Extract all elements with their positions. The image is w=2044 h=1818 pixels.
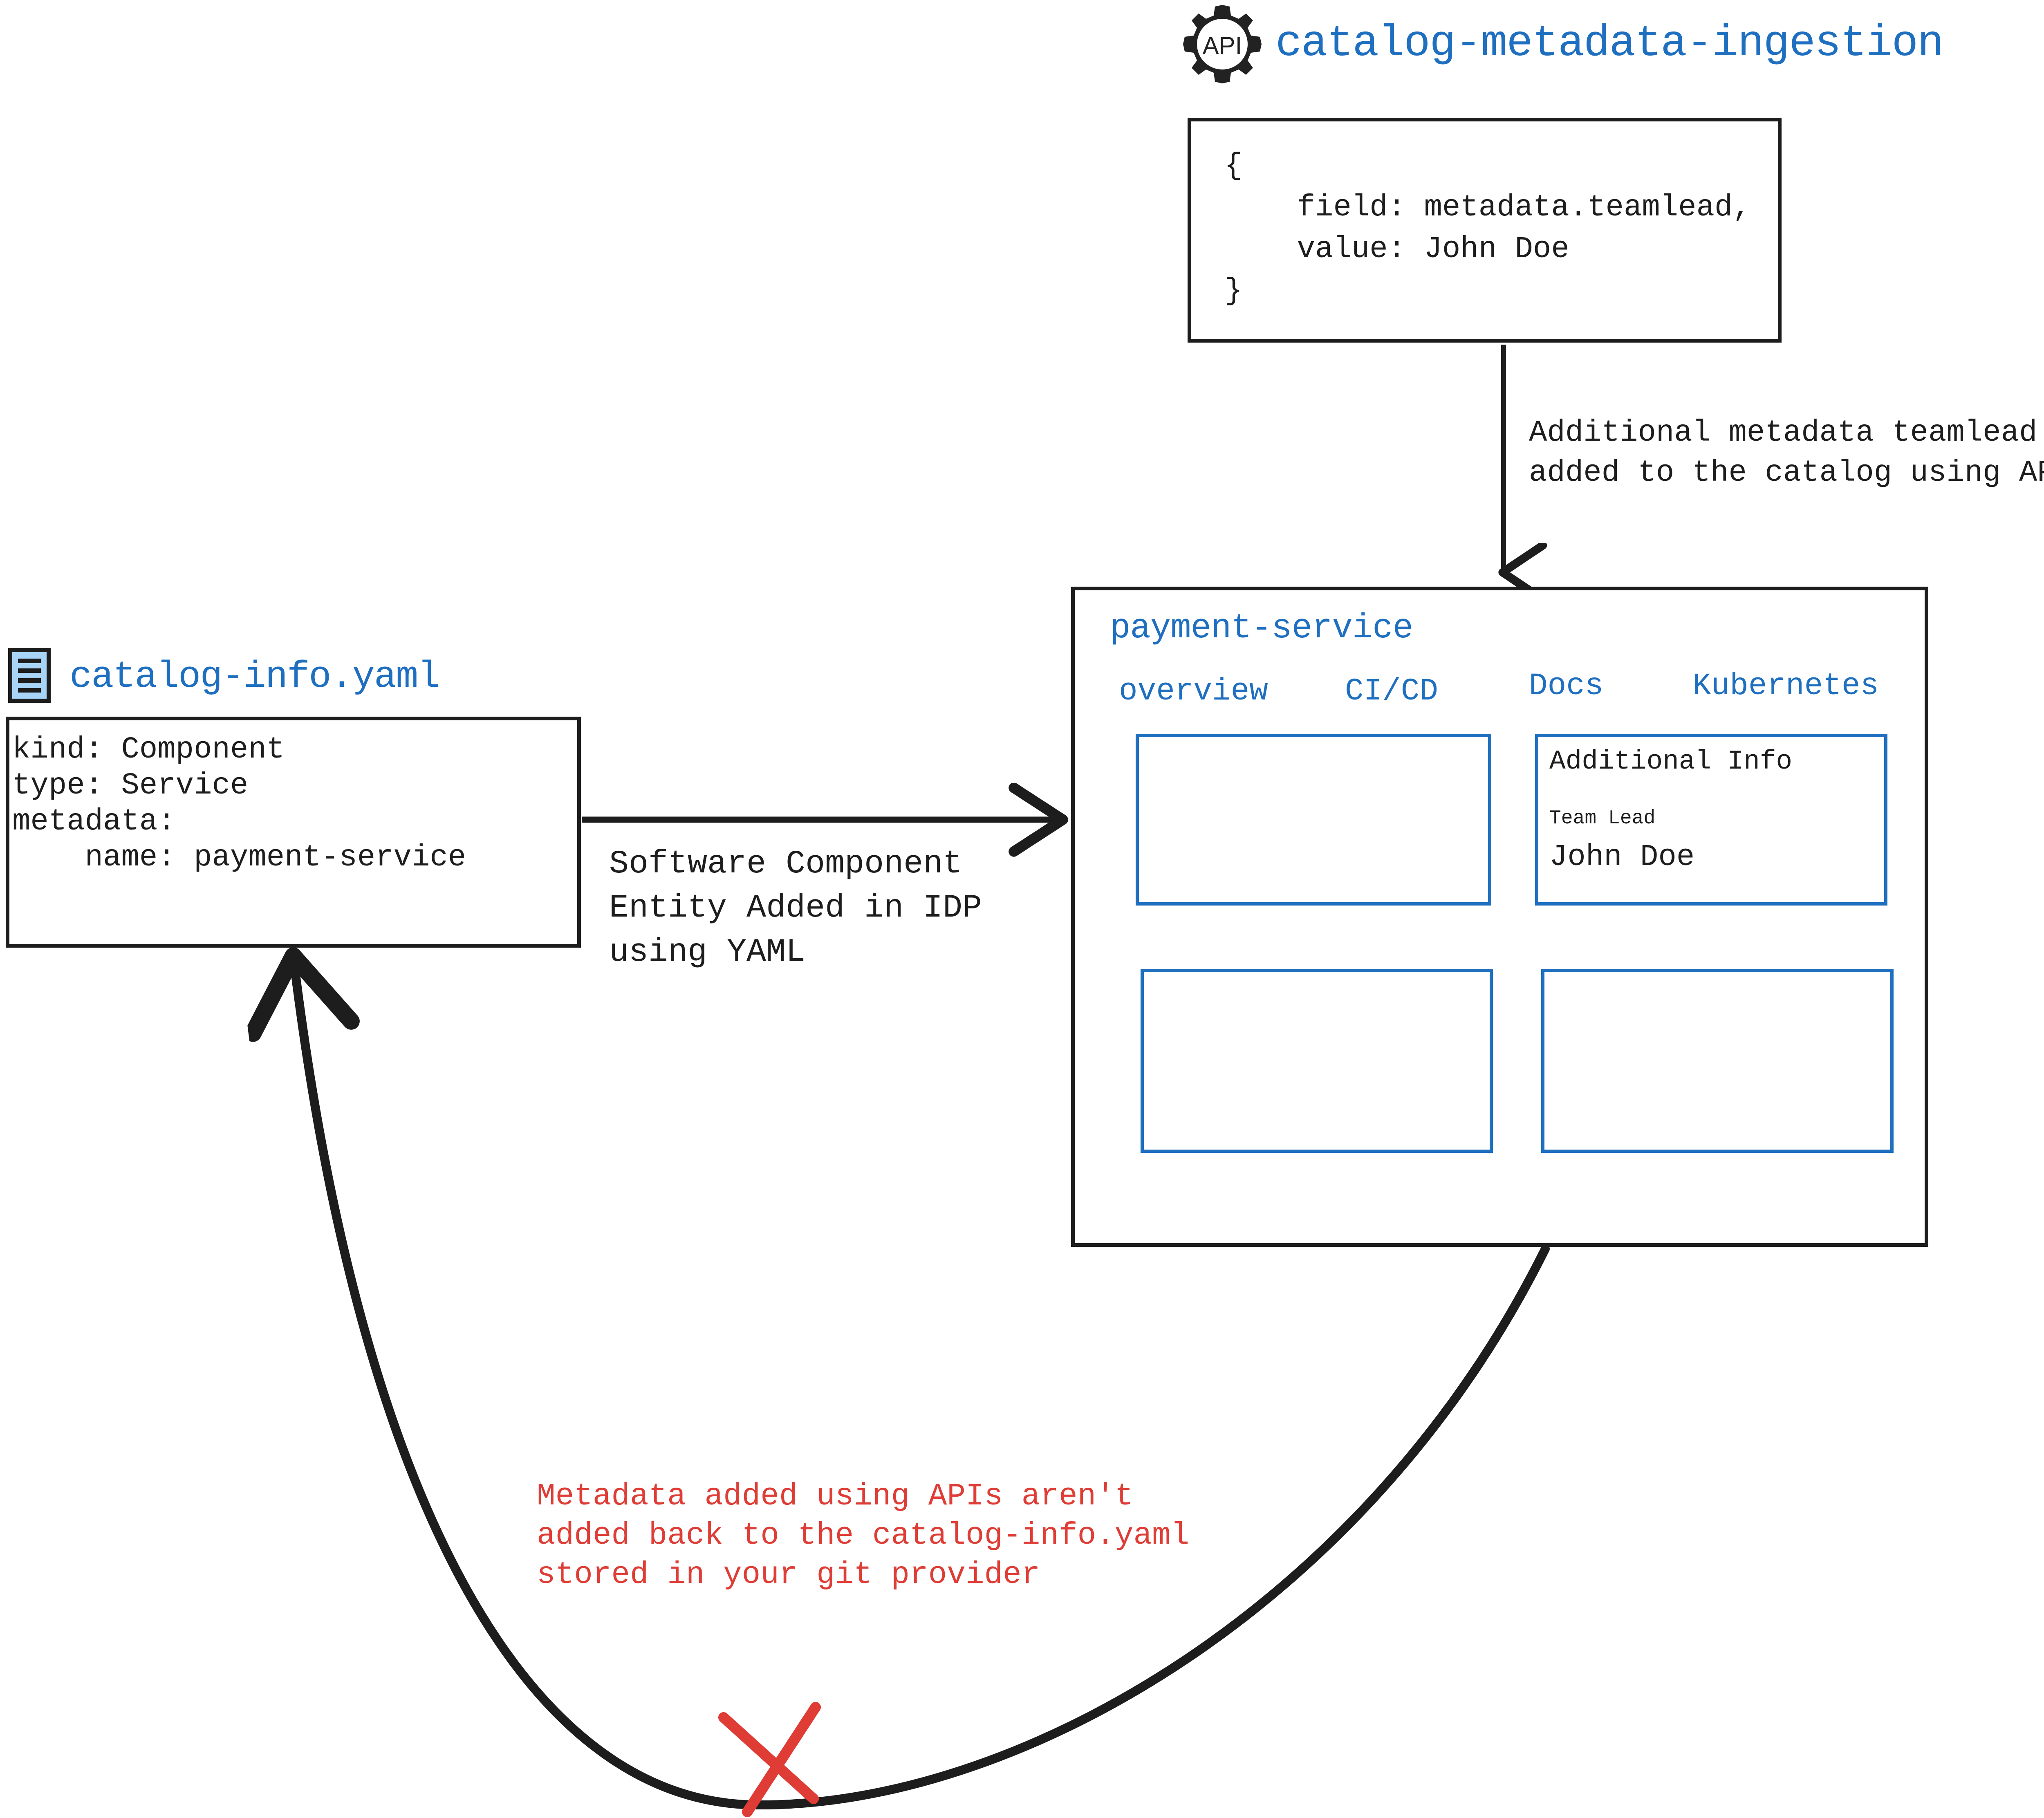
tab-kubernetes[interactable]: Kubernetes [1692, 668, 1879, 704]
team-lead-value: John Doe [1549, 840, 1695, 874]
yaml-file-icon [8, 648, 51, 703]
additional-info-heading: Additional Info [1549, 746, 1793, 777]
svg-text:API: API [1203, 32, 1242, 59]
api-source-header: API catalog-metadata-ingestion [1181, 3, 1944, 93]
api-flow-label: Additional metadata teamlead added to th… [1529, 416, 2044, 490]
yaml-source-title: catalog-info.yaml [69, 655, 440, 698]
panel-card-additional-info [1535, 734, 1887, 906]
tab-docs[interactable]: Docs [1529, 668, 1604, 704]
warning-note: Metadata added using APIs aren't added b… [537, 1479, 1190, 1592]
yaml-flow-label: Software Component Entity Added in IDP u… [609, 845, 982, 971]
tab-ci-cd[interactable]: CI/CD [1345, 674, 1439, 709]
red-cross-icon [718, 1702, 821, 1817]
tab-overview[interactable]: overview [1119, 674, 1268, 709]
api-gear-icon: API [1183, 5, 1262, 83]
panel-card-top-left [1136, 734, 1491, 906]
yaml-source-header: catalog-info.yaml [8, 648, 499, 703]
api-payload-code: { field: metadata.teamlead, value: John … [1224, 149, 1751, 308]
yaml-content-code: kind: Component type: Service metadata: … [12, 733, 466, 875]
panel-card-bottom-left [1141, 969, 1493, 1153]
panel-card-bottom-right [1541, 969, 1894, 1153]
team-lead-label: Team Lead [1549, 807, 1656, 829]
api-source-title: catalog-metadata-ingestion [1275, 19, 1944, 69]
idp-entity-title: payment-service [1110, 609, 1413, 648]
api-payload-box [1188, 118, 1782, 343]
yaml-content-box [6, 717, 581, 948]
